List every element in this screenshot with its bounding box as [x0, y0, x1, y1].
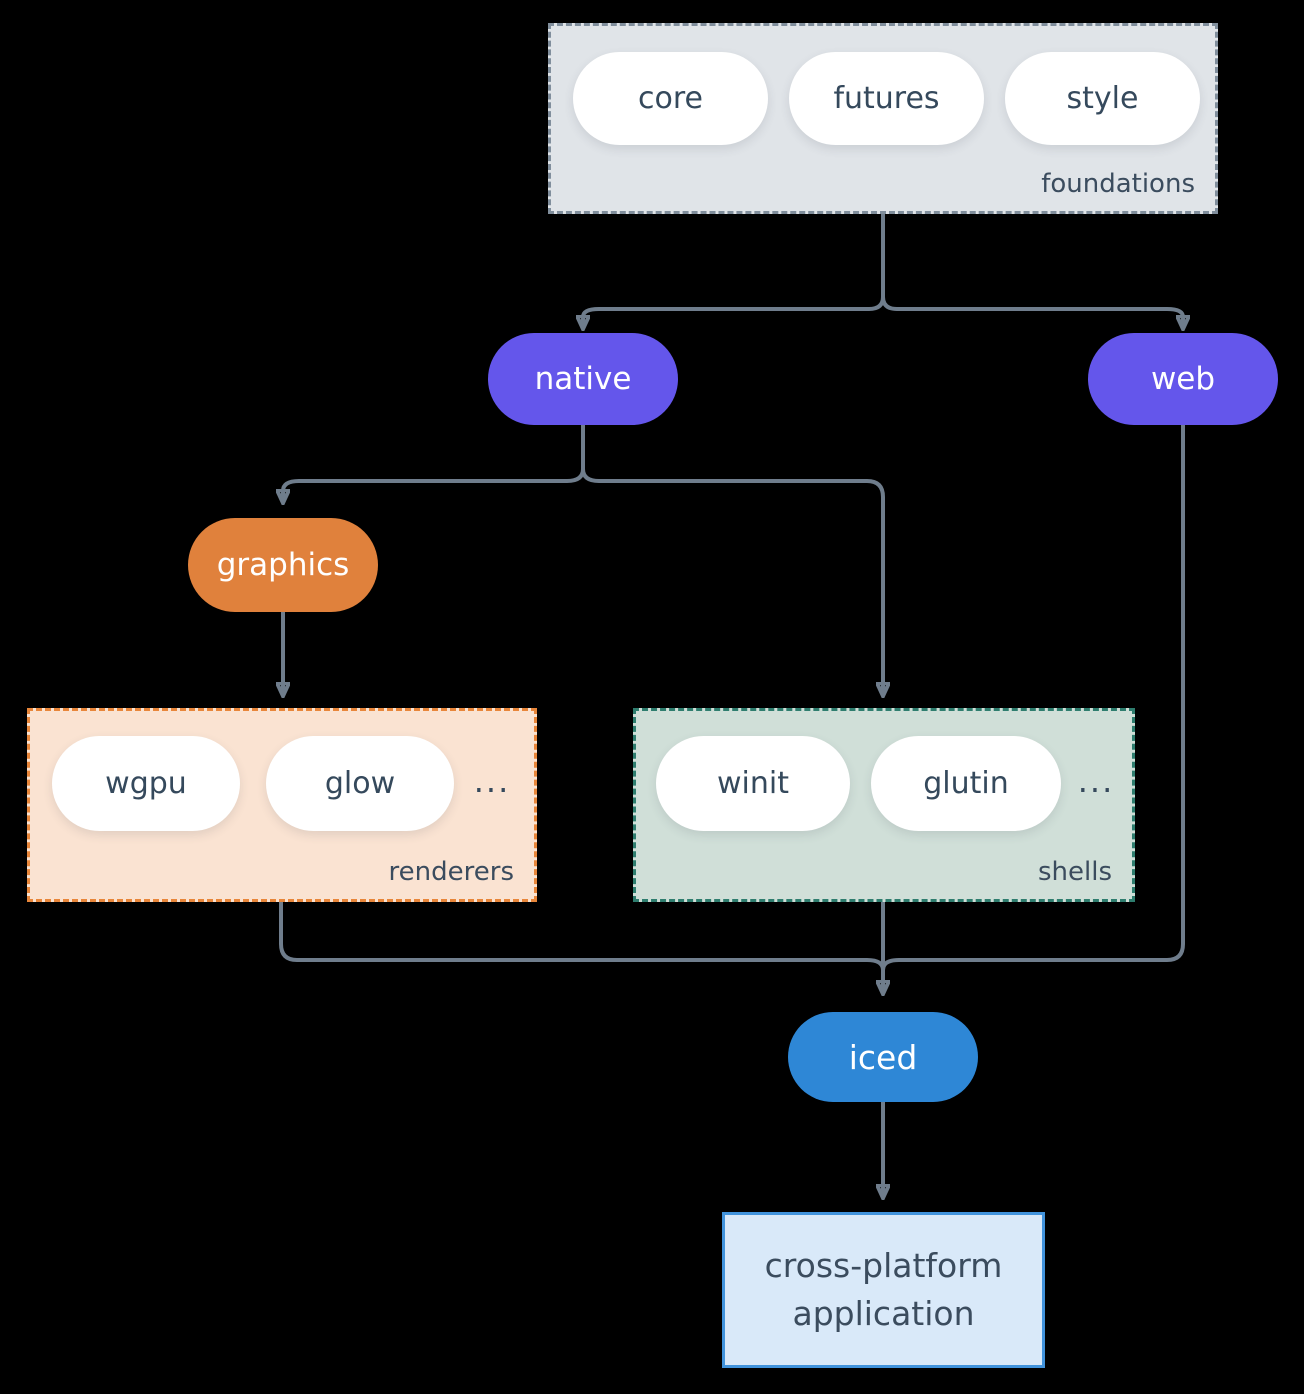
node-winit: winit: [656, 736, 850, 831]
application-label-line2: application: [792, 1294, 975, 1333]
node-web: web: [1088, 333, 1278, 425]
node-cross-platform-application: cross-platform application: [722, 1212, 1045, 1368]
shells-label: shells: [1037, 857, 1112, 887]
node-style: style: [1005, 52, 1200, 145]
application-label-line1: cross-platform: [764, 1246, 1003, 1286]
shells-ellipsis: ...: [1077, 762, 1115, 800]
edge-native-to-graphics: [283, 425, 585, 499]
node-futures: futures: [789, 52, 984, 145]
node-graphics: graphics: [188, 518, 378, 612]
node-wgpu: wgpu: [52, 736, 240, 831]
edge-renderers-to-merge: [279, 902, 885, 971]
edge-foundations-to-web: [881, 214, 1183, 325]
node-glow: glow: [266, 736, 454, 831]
node-native: native: [488, 333, 678, 425]
node-glutin: glutin: [871, 736, 1061, 831]
node-iced: iced: [788, 1012, 978, 1102]
renderers-label: renderers: [388, 857, 514, 887]
group-renderers: wgpu glow ... renderers: [27, 708, 537, 902]
edge-native-to-shells: [581, 425, 883, 692]
foundations-label: foundations: [1041, 169, 1195, 199]
renderers-ellipsis: ...: [473, 762, 511, 800]
edge-foundations-to-native: [583, 214, 885, 325]
node-core: core: [573, 52, 768, 145]
group-shells: winit glutin ... shells: [633, 708, 1135, 902]
group-foundations: core futures style foundations: [548, 23, 1218, 214]
